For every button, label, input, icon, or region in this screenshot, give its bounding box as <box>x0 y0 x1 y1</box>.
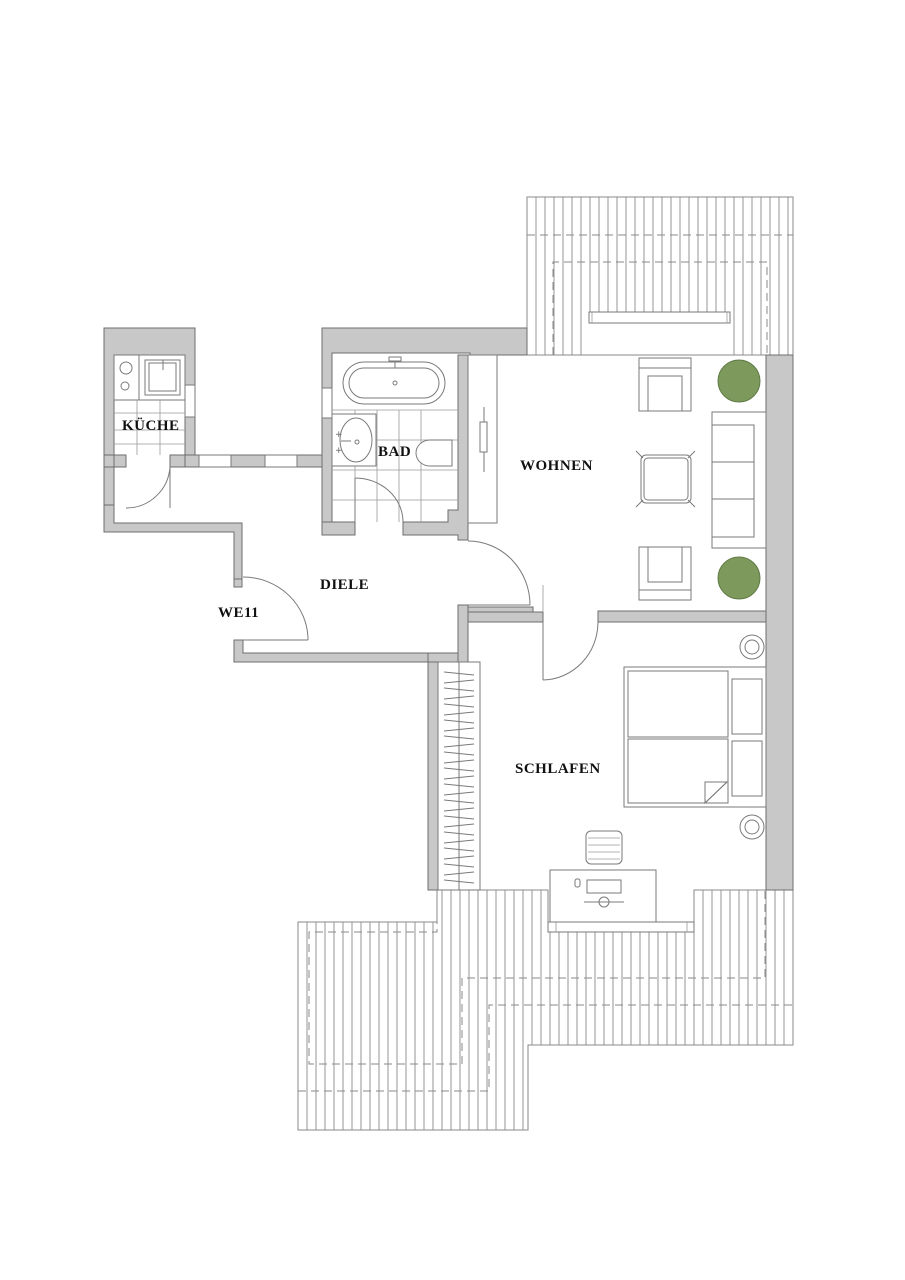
kitchen <box>113 354 186 509</box>
top-terrace <box>526 196 794 356</box>
living-room <box>467 354 767 612</box>
bathroom: + + <box>331 356 458 523</box>
unit-label: WE11 <box>218 605 259 621</box>
svg-text:+: + <box>335 430 343 440</box>
room-label-wohnen: WOHNEN <box>520 458 593 474</box>
room-label-bad: BAD <box>378 444 411 460</box>
plant-icon <box>717 359 761 403</box>
room-labels: KÜCHE BAD WOHNEN DIELE SCHLAFEN WE11 <box>122 417 601 777</box>
room-label-kueche: KÜCHE <box>122 417 180 434</box>
hallway <box>242 576 309 641</box>
bedroom <box>437 621 767 923</box>
bottom-terrace <box>297 889 794 1131</box>
plant-icon <box>717 556 761 600</box>
walls <box>103 327 794 891</box>
room-label-schlafen: SCHLAFEN <box>515 761 601 777</box>
svg-text:+: + <box>335 446 343 456</box>
room-label-diele: DIELE <box>320 577 369 593</box>
